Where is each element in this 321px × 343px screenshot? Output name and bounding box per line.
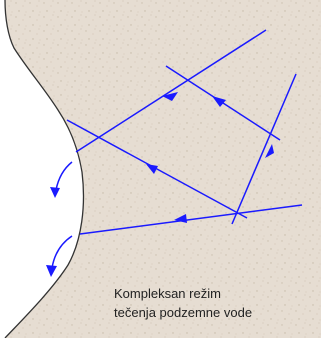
outflow-arrowhead (50, 187, 60, 198)
caption-line-2: tečenja podzemne vode (114, 305, 252, 321)
caption-line-1: Kompleksan režim (114, 286, 221, 302)
outflow-arrows (52, 162, 72, 268)
outflow-arrowhead (46, 265, 57, 277)
outflow-arrow (56, 162, 72, 190)
